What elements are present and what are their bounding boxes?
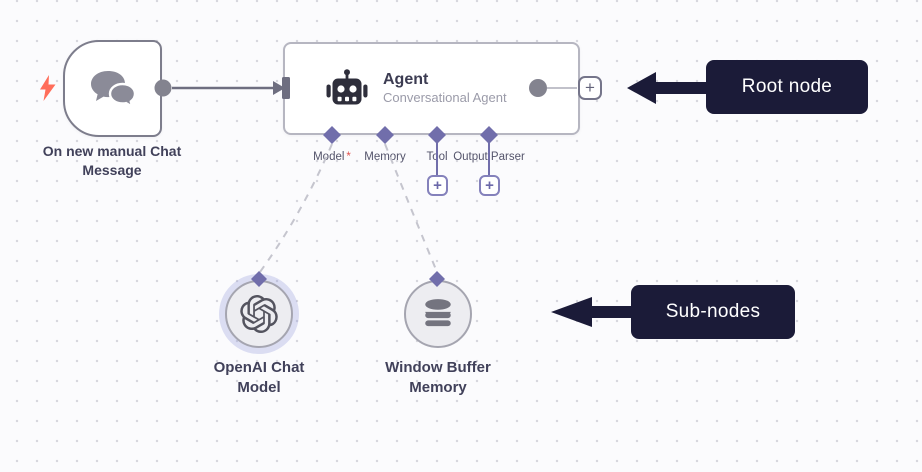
lightning-bolt-icon <box>40 75 56 101</box>
agent-node-title: Agent <box>383 71 429 89</box>
add-node-button-output-parser[interactable]: + <box>479 175 500 196</box>
annotation-sub-nodes: Sub-nodes <box>631 285 795 339</box>
node-openai-chat-model[interactable] <box>225 280 293 348</box>
connection-memory-dashed <box>384 143 438 273</box>
agent-node-subtitle: Conversational Agent <box>383 90 507 106</box>
node-agent[interactable]: Agent Conversational Agent <box>283 42 580 135</box>
arrow-left-icon-root <box>627 72 706 104</box>
add-node-button-main-output[interactable]: + <box>578 76 602 100</box>
trigger-node-label: On new manual Chat Message <box>42 143 182 179</box>
annotation-root-node: Root node <box>706 60 868 114</box>
node-window-buffer-memory[interactable] <box>404 280 472 348</box>
arrow-left-icon-sub <box>551 297 631 327</box>
port-label-output-parser: Output Parser <box>453 151 525 163</box>
add-node-button-tool[interactable]: + <box>427 175 448 196</box>
chat-bubbles-icon <box>90 70 136 109</box>
required-asterisk: * <box>346 151 351 163</box>
openai-node-label: OpenAI Chat Model <box>213 359 305 397</box>
node-chat-trigger[interactable] <box>63 40 162 137</box>
memory-node-label: Window Buffer Memory <box>385 359 491 397</box>
connection-model-dashed <box>259 143 333 273</box>
database-icon <box>425 299 451 327</box>
openai-logo-icon <box>240 295 278 333</box>
robot-icon <box>326 68 368 104</box>
agent-text-block: Agent Conversational Agent <box>383 70 507 107</box>
